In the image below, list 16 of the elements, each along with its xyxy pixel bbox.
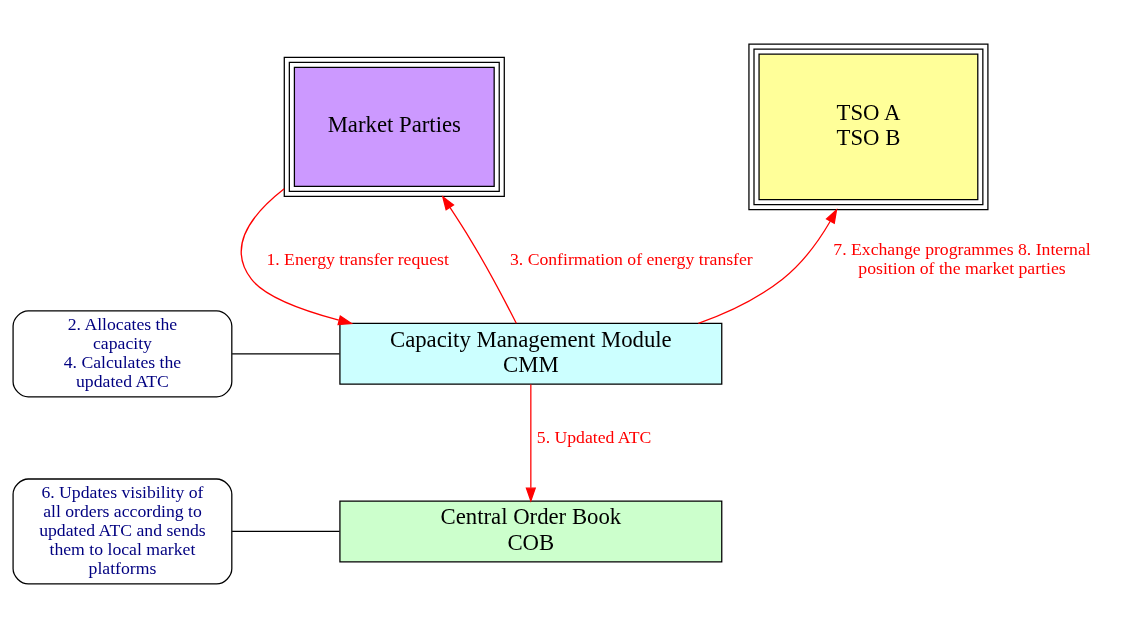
edge-label: 5. Updated ATC [536, 426, 652, 447]
arrow [525, 383, 537, 503]
connector [231, 352, 341, 354]
node-box: Market Parties [283, 56, 505, 197]
edge-label: 3. Confirmation of energy transfer [509, 248, 753, 269]
node-box: TSO A TSO B [748, 42, 989, 210]
arrow [441, 194, 517, 324]
edge-label: 1. Energy transfer request [266, 248, 449, 269]
arrow [240, 187, 354, 325]
node-box: 6. Updates visibility of all orders according to updated ATC and sends them to local market platforms [12, 477, 233, 585]
node-box: Central Order Book COB [339, 500, 723, 562]
node-box: Capacity Management Module CMM [339, 322, 723, 385]
node-box: 2. Allocates the capacity 4. Calculates the updated ATC [12, 309, 233, 397]
edge-label: 7. Exchange programmes 8. Internal position of the market parties [833, 238, 1091, 278]
connector [231, 530, 341, 532]
arrow [697, 207, 838, 324]
